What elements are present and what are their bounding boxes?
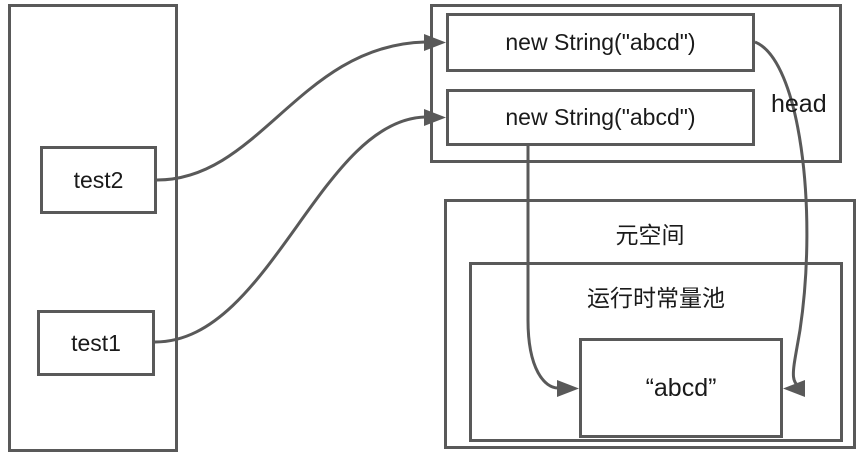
heap-object-1[interactable]: new String("abcd") <box>446 13 755 72</box>
stack-variable-test1-label: test1 <box>71 329 121 356</box>
stack-variable-test2-label: test2 <box>73 166 124 193</box>
heap-object-2[interactable]: new String("abcd") <box>446 89 755 146</box>
interned-string-label: “abcd” <box>645 373 717 402</box>
metaspace-label: 元空间 <box>615 222 685 248</box>
head-pointer-label: head <box>771 90 827 118</box>
heap-object-1-label: new String("abcd") <box>505 29 696 55</box>
metaspace-region: 元空间 <box>444 199 856 449</box>
arrow-test1-to-heap-object-2 <box>154 109 446 344</box>
heap-region <box>430 4 842 163</box>
arrow-test2-to-heap-object-1 <box>156 34 446 182</box>
stack-variable-test2[interactable]: test2 <box>40 146 157 214</box>
interned-string-box[interactable]: “abcd” <box>579 338 783 438</box>
stack-frame <box>8 4 178 452</box>
heap-object-2-label: new String("abcd") <box>505 104 696 130</box>
stack-variable-test1[interactable]: test1 <box>37 310 155 376</box>
runtime-constant-pool-label: 运行时常量池 <box>587 285 725 311</box>
runtime-constant-pool-region: 运行时常量池 <box>469 262 843 442</box>
